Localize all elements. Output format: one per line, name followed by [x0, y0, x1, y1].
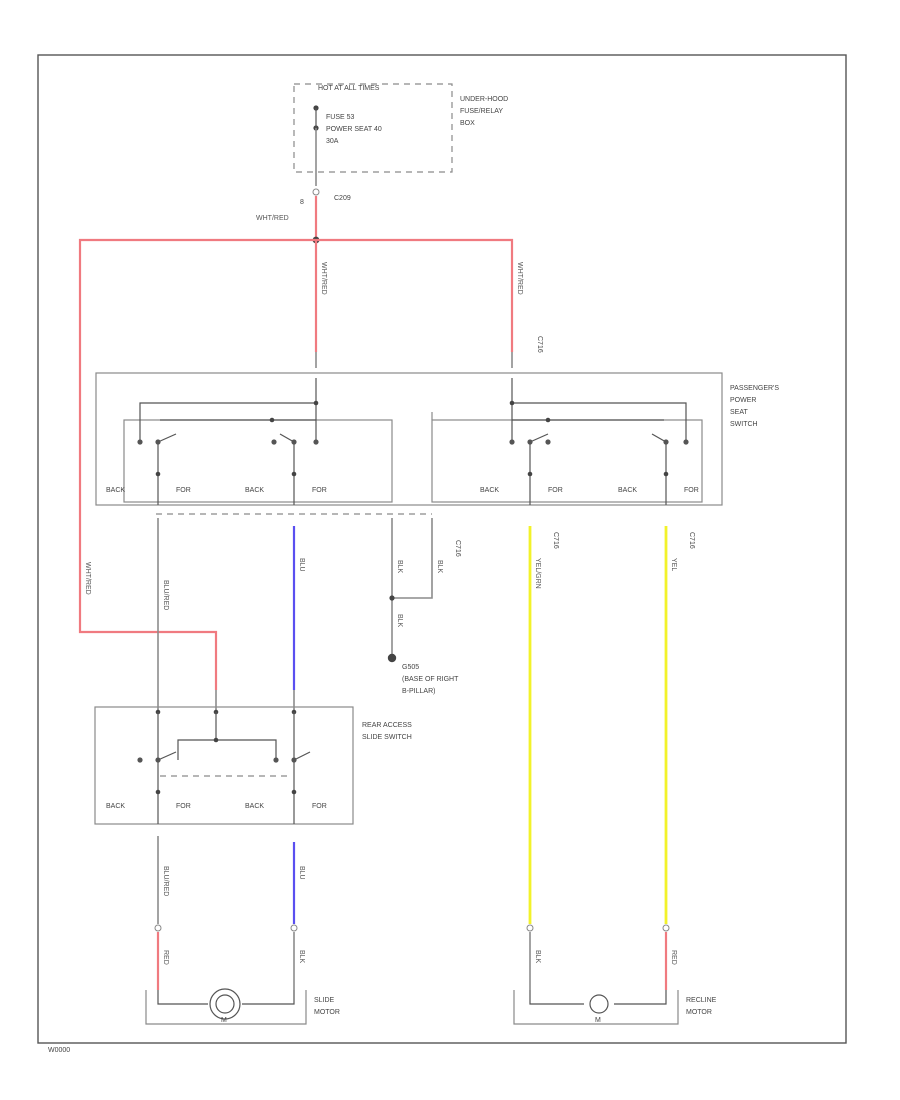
rear-access-slide-switch: BACK FOR BACK FOR REAR ACCESS SLIDE SWIT… — [94, 690, 412, 825]
switch-label-2: FOR — [176, 487, 191, 494]
wire-label-motor-slide-r: BLK — [298, 950, 305, 964]
ground-g505 — [387, 653, 397, 663]
fuse-box-name-3: BOX — [460, 120, 475, 127]
wire-label-ground-b: BLK — [436, 560, 443, 574]
switch-name-1: PASSENGER'S — [730, 385, 779, 392]
access-label-1: BACK — [106, 803, 125, 810]
slide-motor-name-1: SLIDE — [314, 997, 335, 1004]
recline-motor-name-1: RECLINE — [686, 997, 717, 1004]
switch-label-6: FOR — [548, 487, 563, 494]
wire-label-ground-a: BLK — [396, 560, 403, 574]
access-name-1: REAR ACCESS — [362, 722, 412, 729]
wire-label-recline-back: YEL/GRN — [534, 558, 541, 589]
passenger-power-seat-switch: BACK FOR BACK FOR BACK FOR BACK FOR PASS… — [95, 372, 779, 506]
wire-label-motor-slide-l: RED — [162, 950, 169, 965]
wire-label-branch-left: WHT/RED — [320, 262, 327, 295]
c716-left-label: C716 — [552, 532, 559, 549]
wire-label-ground-c: BLK — [396, 614, 403, 628]
fuse-box: HOT AT ALL TIMES FUSE 53 POWER SEAT 40 3… — [293, 83, 508, 173]
c716-mid-label: C716 — [454, 540, 461, 557]
c209-label: C209 — [334, 195, 351, 202]
motor-icon — [215, 994, 235, 1014]
switch-label-1: BACK — [106, 487, 125, 494]
footer-code: W0000 — [48, 1047, 70, 1054]
switch-label-7: BACK — [618, 487, 637, 494]
diagram-frame — [37, 54, 847, 1044]
wire-label-motor-slide-for: BLU — [298, 866, 305, 880]
wire-label-slide-for: BLU — [298, 558, 305, 572]
wire-label-branch-right: WHT/RED — [516, 262, 523, 295]
c716-top-label: C716 — [536, 336, 543, 353]
switch-label-4: FOR — [312, 487, 327, 494]
fuse-label-1: FUSE 53 — [326, 114, 355, 121]
switch-name-3: SEAT — [730, 409, 748, 416]
fuse-box-name-2: FUSE/RELAY — [460, 108, 503, 115]
ground-label-1: G505 — [402, 664, 419, 671]
wire-label-motor-rec-l: BLK — [534, 950, 541, 964]
wire-label-motor-rec-r: RED — [670, 950, 677, 965]
recline-motor: M RECLINE MOTOR — [513, 990, 717, 1025]
wire-label-recline-for: YEL — [670, 558, 677, 571]
ground-label-2: (BASE OF RIGHT — [402, 676, 459, 683]
fuse-box-header: HOT AT ALL TIMES — [318, 85, 380, 92]
access-name-2: SLIDE SWITCH — [362, 734, 412, 741]
switch-name-2: POWER — [730, 397, 756, 404]
switch-label-8: FOR — [684, 487, 699, 494]
fuse-label-2: POWER SEAT 40 — [326, 126, 382, 133]
access-label-4: FOR — [312, 803, 327, 810]
switch-label-3: BACK — [245, 487, 264, 494]
wire-label-main-feed: WHT/RED — [256, 215, 289, 222]
recline-motor-name-2: MOTOR — [686, 1009, 712, 1016]
access-label-3: BACK — [245, 803, 264, 810]
c716-right-label: C716 — [688, 532, 695, 549]
access-label-2: FOR — [176, 803, 191, 810]
switch-name-4: SWITCH — [730, 421, 758, 428]
fuse-label-3: 30A — [326, 138, 339, 145]
wire-label-outer-left: WHT/RED — [84, 562, 91, 595]
c209-pin: 8 — [300, 199, 304, 206]
switch-label-5: BACK — [480, 487, 499, 494]
slide-motor-symbol: M — [221, 1017, 227, 1024]
fuse-box-name-1: UNDER-HOOD — [460, 96, 508, 103]
wire-label-slide-back: BLU/RED — [162, 580, 169, 610]
motor-icon — [589, 994, 609, 1014]
recline-motor-symbol: M — [595, 1017, 601, 1024]
wire-label-motor-slide-back: BLU/RED — [162, 866, 169, 896]
slide-motor: M SLIDE MOTOR — [145, 988, 340, 1025]
slide-motor-name-2: MOTOR — [314, 1009, 340, 1016]
ground-label-3: B-PILLAR) — [402, 688, 435, 695]
